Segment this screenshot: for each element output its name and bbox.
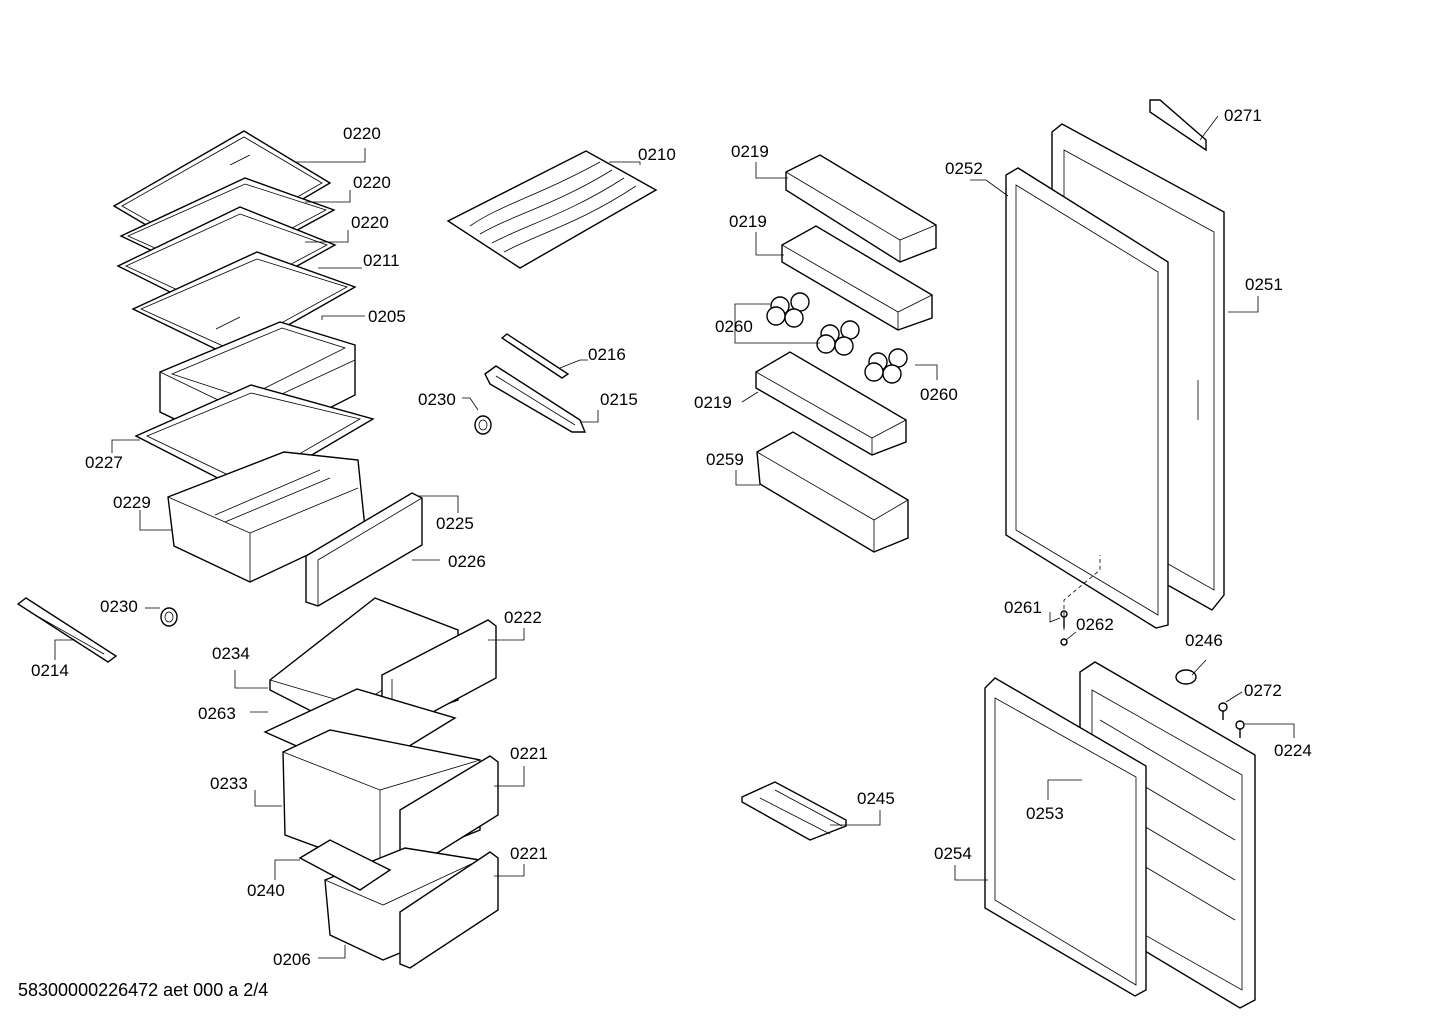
label-0211: 0211 [363,251,400,270]
bracket-0215 [484,365,587,433]
divider-0240 [298,839,392,891]
label-0222: 0222 [504,608,542,627]
door-seal-0252 [1005,167,1169,629]
label-0226: 0226 [448,552,486,571]
part-labels: 0220 0220 0220 0211 0205 0210 0216 0215 … [31,106,1312,969]
label-0221-lower: 0221 [510,844,548,863]
label-plate-0271 [1149,99,1207,152]
door-balcony-0219-3 [755,351,907,456]
label-0260-2: 0260 [920,385,958,404]
label-0262: 0262 [1076,615,1114,634]
label-0233: 0233 [210,774,248,793]
rail-0214 [16,597,118,663]
label-0263: 0263 [198,704,236,723]
label-0210: 0210 [638,145,676,164]
label-0252: 0252 [945,159,983,178]
label-0259: 0259 [706,450,744,469]
label-0272: 0272 [1244,681,1282,700]
label-0220-c: 0220 [351,213,389,232]
door-balcony-0219-2 [781,225,933,331]
label-0224: 0224 [1274,741,1312,760]
front-panel-0226 [305,492,423,607]
door-balcony-0259 [756,431,909,553]
label-0230-upper: 0230 [418,390,456,409]
cap-0246 [1175,669,1197,685]
label-0225: 0225 [436,514,474,533]
label-0254: 0254 [934,844,972,863]
egg-tray-0260-1 [766,292,810,328]
label-0271: 0271 [1224,106,1262,125]
wine-rack-0210 [446,150,658,269]
label-0219-3: 0219 [694,393,732,412]
label-0230-lower: 0230 [100,597,138,616]
egg-tray-0260-2 [816,320,860,356]
leader-lines [54,115,1295,959]
cap-0230-upper [474,415,492,435]
label-0206: 0206 [273,950,311,969]
label-0251: 0251 [1245,275,1283,294]
document-footer-code: 58300000226472 aet 000 a 2/4 [18,980,269,1000]
label-0227: 0227 [85,453,123,472]
label-0234: 0234 [212,644,250,663]
label-0215: 0215 [600,390,638,409]
label-0214: 0214 [31,661,69,680]
label-0219-1: 0219 [731,142,769,161]
washer-0262 [1060,638,1068,646]
label-0205: 0205 [368,307,406,326]
label-0260-1: 0260 [715,317,753,336]
egg-tray-0260-3 [864,348,908,384]
cover-frame-0227 [134,384,375,494]
label-0220-a: 0220 [343,124,381,143]
label-0219-2: 0219 [729,212,767,231]
screw-0224 [1235,720,1245,738]
glass-shelf-0211 [131,251,357,358]
label-0229: 0229 [113,493,151,512]
screw-0272 [1218,702,1228,720]
label-0246: 0246 [1185,631,1223,650]
label-0221-upper: 0221 [510,744,548,763]
label-0261: 0261 [1004,598,1042,617]
freezer-seal-0254 [984,677,1147,997]
strip-0216 [500,333,570,379]
cap-0230-lower [160,607,178,627]
label-0245: 0245 [857,789,895,808]
drawer-front-0221-lower [399,851,499,969]
ice-tray-0245 [741,781,847,841]
door-balcony-0219-1 [785,154,937,263]
label-0216: 0216 [588,345,626,364]
label-0240: 0240 [247,881,285,900]
label-0253: 0253 [1026,804,1064,823]
label-0220-b: 0220 [353,173,391,192]
